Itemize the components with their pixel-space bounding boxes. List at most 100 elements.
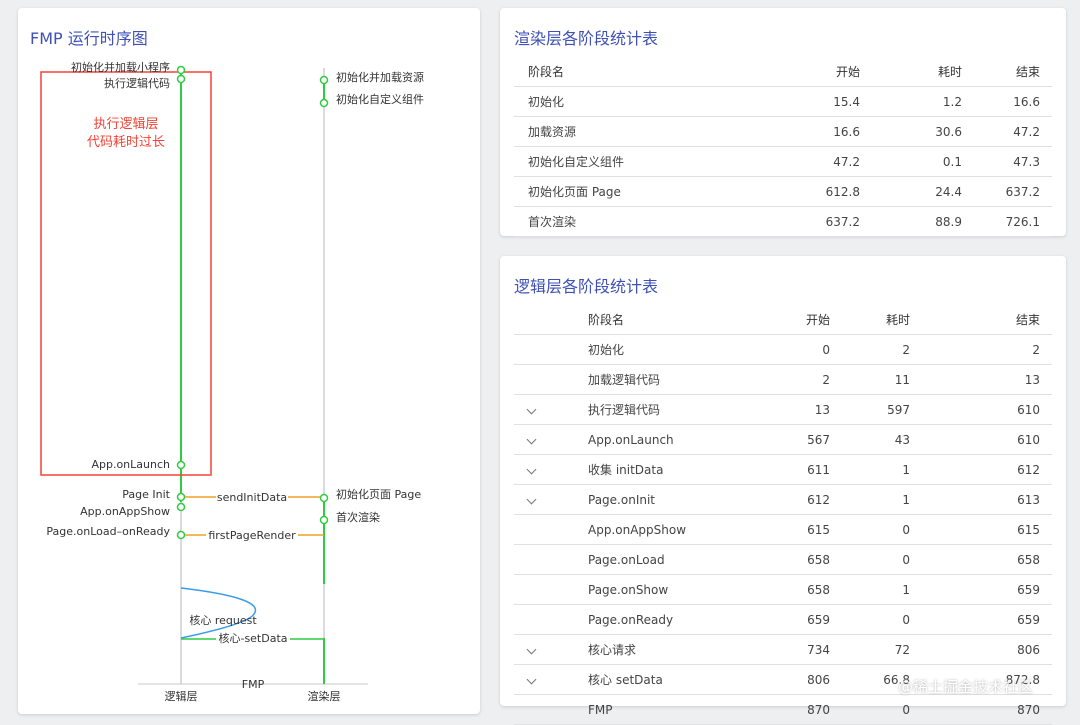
expand-cell (514, 514, 587, 545)
cell-stage: 初始化自定义组件 (514, 146, 729, 177)
cell-start: 567 (749, 424, 831, 455)
cell-stage: App.onLaunch (587, 424, 749, 455)
col-header-end: 结束 (963, 56, 1052, 87)
cell-stage: 初始化 (587, 334, 749, 365)
cell-duration: 72 (831, 634, 911, 665)
cell-start: 734 (749, 634, 831, 665)
col-header-start: 开始 (729, 56, 861, 87)
cell-end: 610 (911, 394, 1052, 425)
cell-end: 872.8 (911, 664, 1052, 695)
cell-start: 16.6 (729, 116, 861, 147)
cell-duration: 0.1 (861, 146, 963, 177)
edge-label-firstpagerender: firstPageRender (208, 529, 296, 542)
node-first-render (319, 515, 329, 525)
cell-stage: Page.onInit (587, 484, 749, 515)
expand-cell[interactable] (514, 634, 587, 665)
cell-end: 659 (911, 574, 1052, 605)
cell-end: 806 (911, 634, 1052, 665)
label-app-onlaunch: App.onLaunch (91, 458, 170, 471)
cell-start: 13 (749, 394, 831, 425)
cell-duration: 88.9 (861, 206, 963, 237)
cell-end: 612 (911, 454, 1052, 485)
chevron-down-icon[interactable] (526, 404, 537, 415)
col-header-stage: 阶段名 (514, 56, 729, 87)
node-init-components (319, 98, 329, 108)
expand-cell[interactable] (514, 454, 587, 485)
cell-duration: 1 (831, 574, 911, 605)
table-header-row: 阶段名 开始 耗时 结束 (514, 56, 1052, 87)
chevron-down-icon[interactable] (526, 644, 537, 655)
label-page-init: Page Init (122, 488, 170, 501)
cell-duration: 1.2 (861, 86, 963, 117)
cell-end: 726.1 (963, 206, 1052, 237)
expand-cell[interactable] (514, 664, 587, 695)
highlight-box (40, 71, 212, 476)
cell-duration: 597 (831, 394, 911, 425)
cell-start: 612.8 (729, 176, 861, 207)
cell-duration: 30.6 (861, 116, 963, 147)
cell-duration: 66.8 (831, 664, 911, 695)
col-header-duration: 耗时 (831, 304, 911, 335)
node-init-miniprogram (176, 65, 186, 75)
edge-label-sendinitdata: sendInitData (217, 491, 287, 504)
cell-end: 615 (911, 514, 1052, 545)
chevron-down-icon[interactable] (526, 434, 537, 445)
label-init-page: 初始化页面 Page (336, 487, 421, 501)
cell-start: 659 (749, 604, 831, 635)
node-app-onlaunch (176, 460, 186, 470)
chevron-down-icon[interactable] (526, 494, 537, 505)
cell-end: 2 (911, 334, 1052, 365)
node-init-resources (319, 75, 329, 85)
axis-label-logic: 逻辑层 (165, 689, 198, 703)
label-exec-logic: 执行逻辑代码 (104, 76, 170, 90)
cell-duration: 43 (831, 424, 911, 455)
cell-duration: 1 (831, 484, 911, 515)
cell-start: 806 (749, 664, 831, 695)
expand-cell (514, 334, 587, 365)
cell-duration: 0 (831, 694, 911, 725)
expand-cell[interactable] (514, 424, 587, 455)
label-init-resources: 初始化并加载资源 (336, 70, 424, 84)
cell-end: 16.6 (963, 86, 1052, 117)
col-header-end: 结束 (911, 304, 1052, 335)
cell-end: 658 (911, 544, 1052, 575)
cell-duration: 0 (831, 544, 911, 575)
cell-end: 870 (911, 694, 1052, 725)
cell-end: 613 (911, 484, 1052, 515)
cell-duration: 1 (831, 454, 911, 485)
node-page-onload (176, 530, 186, 540)
cell-end: 47.3 (963, 146, 1052, 177)
expand-cell (514, 574, 587, 605)
cell-start: 611 (749, 454, 831, 485)
cell-stage: 加载资源 (514, 116, 729, 147)
expand-cell[interactable] (514, 394, 587, 425)
fmp-title: FMP 运行时序图 (30, 29, 148, 48)
cell-stage: App.onAppShow (587, 514, 749, 545)
note-line-2: 代码耗时过长 (87, 135, 165, 150)
edge-label-setdata: 核心-setData (218, 631, 287, 645)
cell-duration: 11 (831, 364, 911, 395)
label-app-onappshow: App.onAppShow (80, 505, 170, 518)
logic-table-title: 逻辑层各阶段统计表 (514, 277, 659, 296)
chevron-down-icon[interactable] (526, 464, 537, 475)
chevron-down-icon[interactable] (526, 674, 537, 685)
col-header-start: 开始 (749, 304, 831, 335)
expand-cell[interactable] (514, 484, 587, 515)
col-header-stage: 阶段名 (587, 304, 749, 335)
cell-stage: 加载逻辑代码 (587, 364, 749, 395)
fmp-timeline-card: FMP 运行时序图 执行逻辑层 代码耗时过长 初始化并加载小程序 执行逻辑代码 … (18, 8, 480, 714)
